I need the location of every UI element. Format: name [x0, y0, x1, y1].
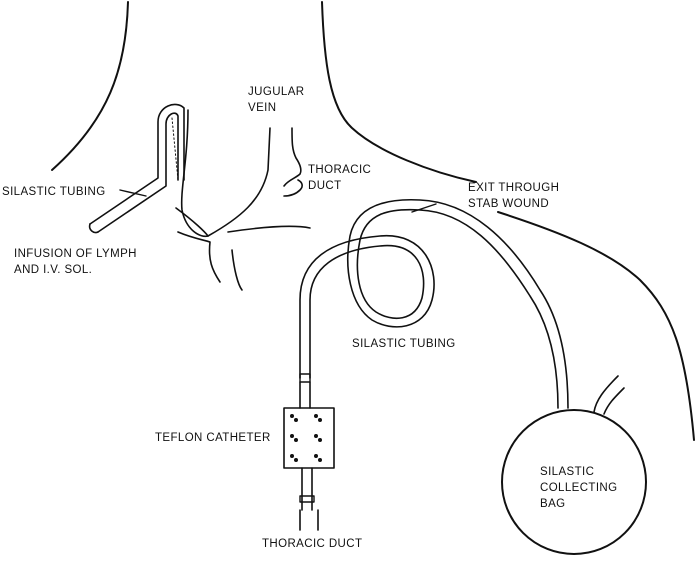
- label-line: AND I.V. SOL.: [14, 264, 93, 276]
- neck-outline: [51, 1, 695, 441]
- label-line: STAB WOUND: [468, 198, 550, 210]
- label-thoracic-duct-bottom: THORACIC DUCT: [262, 538, 363, 550]
- label-line: THORACIC: [308, 164, 372, 176]
- collecting-bag: [501, 375, 647, 555]
- label-line: DUCT: [308, 180, 342, 192]
- label-line: BAG: [540, 498, 566, 510]
- label-line: EXIT THROUGH: [468, 182, 560, 194]
- infusion-tubing: [88, 103, 185, 234]
- label-collecting-bag: SILASTIC COLLECTING BAG: [540, 464, 618, 512]
- collection-tubing: [299, 198, 569, 409]
- thoracic-duct-entry: [283, 127, 303, 197]
- label-infusion: INFUSION OF LYMPH AND I.V. SOL.: [14, 246, 137, 278]
- label-exit-through-stab-wound: EXIT THROUGH STAB WOUND: [468, 180, 559, 212]
- label-jugular-vein: JUGULAR VEIN: [248, 84, 304, 116]
- label-line: INFUSION OF LYMPH: [14, 248, 137, 260]
- vein-junction: [175, 109, 311, 291]
- label-line: VEIN: [248, 102, 277, 114]
- label-silastic-tubing-mid: SILASTIC TUBING: [352, 338, 456, 350]
- label-line: COLLECTING: [540, 482, 618, 494]
- label-thoracic-duct-top: THORACIC DUCT: [308, 162, 371, 194]
- teflon-catheter-block: [283, 381, 335, 531]
- label-line: SILASTIC: [540, 466, 595, 478]
- label-line: JUGULAR: [248, 86, 305, 98]
- label-silastic-tubing-left: SILASTIC TUBING: [2, 186, 106, 198]
- label-teflon-catheter: TEFLON CATHETER: [155, 432, 271, 444]
